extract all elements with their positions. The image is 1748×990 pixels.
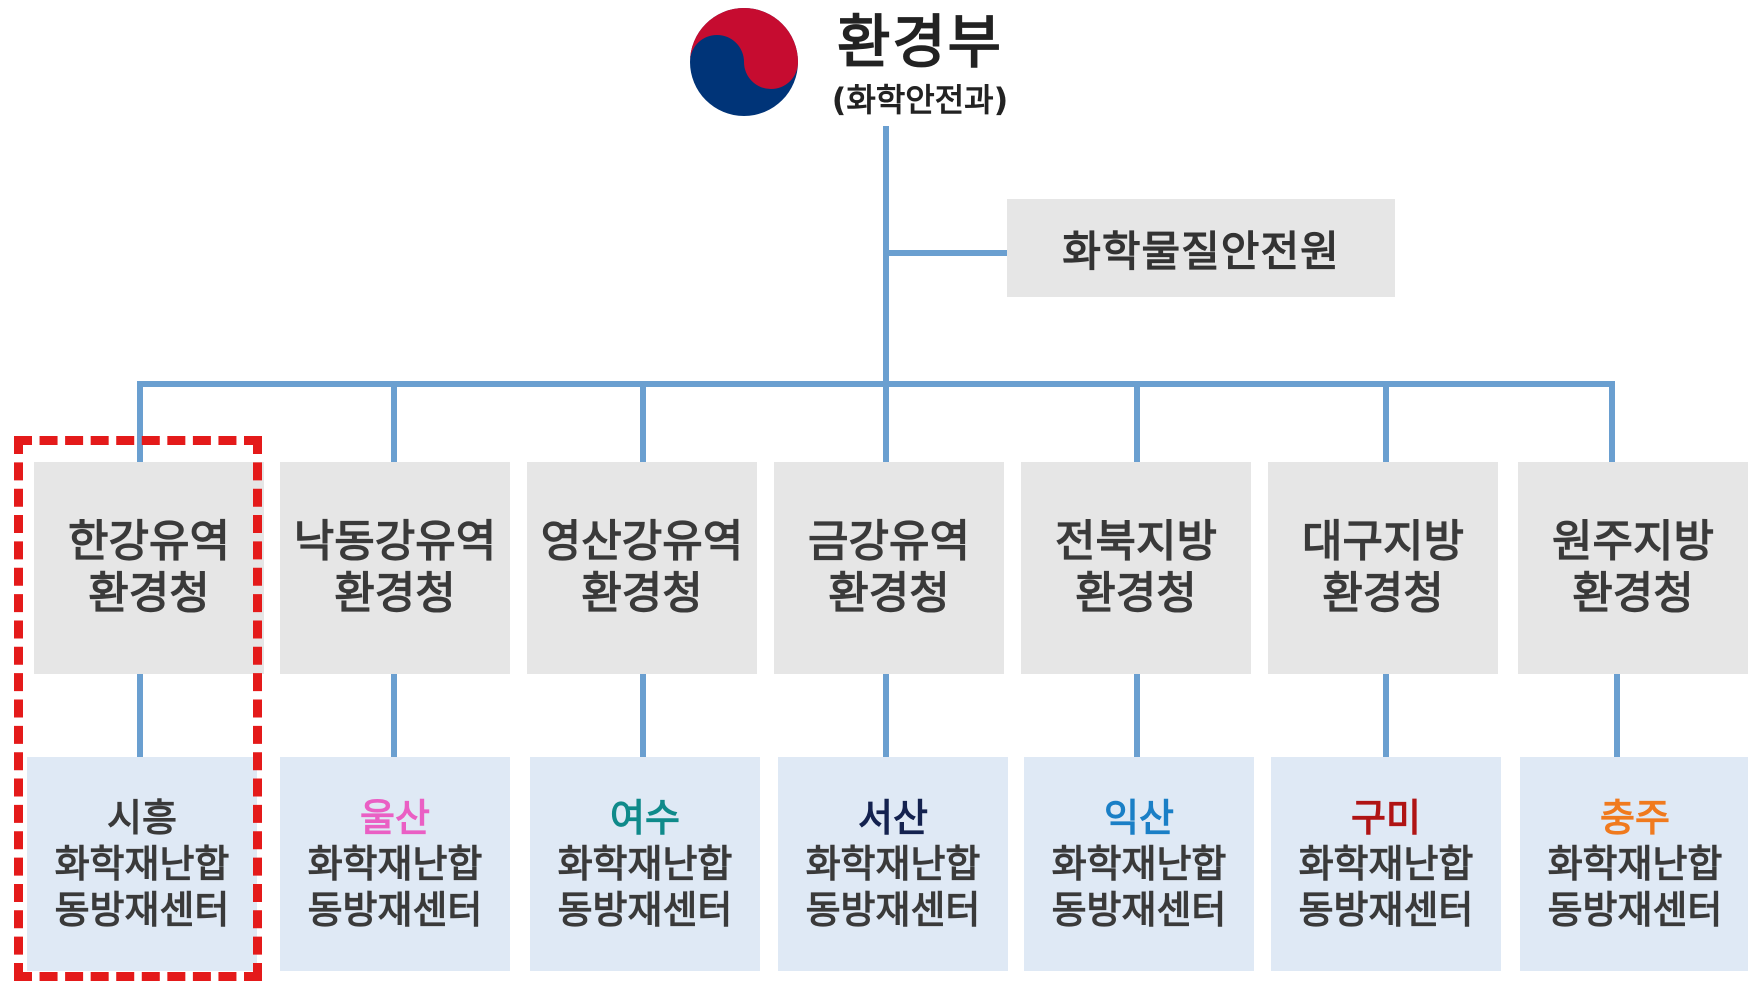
center-box-5: 구미 화학재난합 동방재센터 <box>1271 757 1501 971</box>
office-suffix: 환경청 <box>1572 568 1694 619</box>
center-line2: 화학재난합 <box>557 842 733 886</box>
center-line3: 동방재센터 <box>307 888 483 932</box>
ministry-subtitle: (화학안전과) <box>831 81 1009 119</box>
center-city: 울산 <box>360 796 430 840</box>
office-name: 영산강유역 <box>540 516 744 567</box>
office-drop-line <box>640 381 646 462</box>
center-city: 시흥 <box>107 796 177 840</box>
horizontal-bus-line <box>137 381 1615 387</box>
office-box-4: 전북지방 환경청 <box>1021 462 1251 674</box>
center-line3: 동방재센터 <box>1051 888 1227 932</box>
center-city: 충주 <box>1600 796 1670 840</box>
center-box-4: 익산 화학재난합 동방재센터 <box>1024 757 1254 971</box>
center-city: 구미 <box>1351 796 1421 840</box>
office-name: 낙동강유역 <box>293 516 497 567</box>
center-line3: 동방재센터 <box>805 888 981 932</box>
center-link-line <box>883 674 889 757</box>
center-link-line <box>137 674 143 757</box>
office-suffix: 환경청 <box>1075 568 1197 619</box>
center-city: 여수 <box>610 796 680 840</box>
taegeuk-emblem-icon <box>690 8 798 116</box>
agency-branch-line <box>886 250 1007 256</box>
center-line2: 화학재난합 <box>54 842 230 886</box>
office-drop-line <box>137 381 143 462</box>
center-box-0: 시흥 화학재난합 동방재센터 <box>27 757 257 971</box>
office-box-2: 영산강유역 환경청 <box>527 462 757 674</box>
office-name: 한강유역 <box>68 516 230 567</box>
center-line3: 동방재센터 <box>1298 888 1474 932</box>
office-name: 전북지방 <box>1055 516 1217 567</box>
center-line3: 동방재센터 <box>1547 888 1723 932</box>
office-name: 원주지방 <box>1552 516 1714 567</box>
agency-box: 화학물질안전원 <box>1007 199 1395 297</box>
office-name: 대구지방 <box>1302 516 1464 567</box>
office-suffix: 환경청 <box>828 568 950 619</box>
trunk-line <box>883 126 889 466</box>
center-line3: 동방재센터 <box>557 888 733 932</box>
center-link-line <box>1383 674 1389 757</box>
center-box-6: 충주 화학재난합 동방재센터 <box>1520 757 1748 971</box>
office-box-0: 한강유역 환경청 <box>34 462 264 674</box>
highlight-dashed-frame <box>14 436 262 981</box>
ministry-title: 환경부 <box>836 8 1004 76</box>
center-line2: 화학재난합 <box>1547 842 1723 886</box>
office-suffix: 환경청 <box>581 568 703 619</box>
office-suffix: 환경청 <box>88 568 210 619</box>
center-city: 서산 <box>858 796 928 840</box>
office-drop-line <box>391 381 397 462</box>
office-box-1: 낙동강유역 환경청 <box>280 462 510 674</box>
office-suffix: 환경청 <box>334 568 456 619</box>
office-name: 금강유역 <box>808 516 970 567</box>
center-box-2: 여수 화학재난합 동방재센터 <box>530 757 760 971</box>
office-box-6: 원주지방 환경청 <box>1518 462 1748 674</box>
office-drop-line <box>1383 381 1389 462</box>
center-box-1: 울산 화학재난합 동방재센터 <box>280 757 510 971</box>
office-drop-line <box>1609 381 1615 462</box>
center-city: 익산 <box>1104 796 1174 840</box>
office-suffix: 환경청 <box>1322 568 1444 619</box>
center-line2: 화학재난합 <box>1298 842 1474 886</box>
center-line2: 화학재난합 <box>1051 842 1227 886</box>
center-link-line <box>1614 674 1620 757</box>
center-link-line <box>1134 674 1140 757</box>
center-line2: 화학재난합 <box>307 842 483 886</box>
center-link-line <box>640 674 646 757</box>
center-line3: 동방재센터 <box>54 888 230 932</box>
center-line2: 화학재난합 <box>805 842 981 886</box>
center-box-3: 서산 화학재난합 동방재센터 <box>778 757 1008 971</box>
center-link-line <box>391 674 397 757</box>
office-box-3: 금강유역 환경청 <box>774 462 1004 674</box>
office-box-5: 대구지방 환경청 <box>1268 462 1498 674</box>
office-drop-line <box>1134 381 1140 462</box>
